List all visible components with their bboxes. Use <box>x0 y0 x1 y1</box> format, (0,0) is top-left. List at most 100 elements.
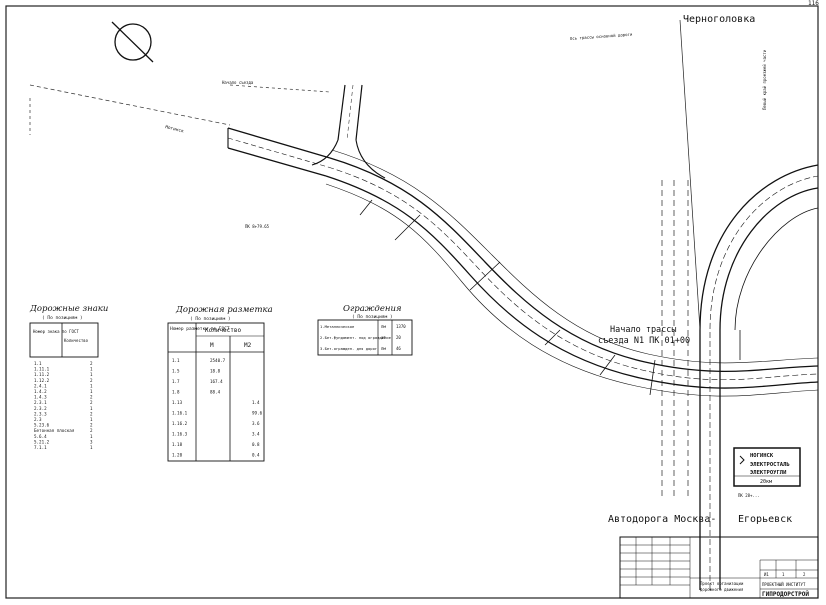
marking-row-m: 167.4 <box>210 379 223 384</box>
signs-row-count: 2 <box>90 423 93 428</box>
sign-arrow-icon <box>739 455 745 465</box>
barriers-table-subtitle: ( По позициям ) <box>352 314 393 320</box>
trail-start-line2: съезда N1 ПК 01+00 <box>598 336 690 346</box>
marking-table-subtitle: ( По позициям ) <box>190 316 231 322</box>
scale-value-1: И1 <box>764 572 769 577</box>
marking-row-number: 1.16.3 <box>172 432 188 437</box>
highway-end-name: Егорьевск <box>738 514 792 525</box>
ramp-road <box>325 149 819 397</box>
barrier-row-name: 2.Бет.фундамент. под ограждение <box>320 335 392 340</box>
signs-row-number: 1.11.2 <box>34 372 50 377</box>
signs-table-subtitle: ( По позициям ) <box>42 315 83 321</box>
signs-row-number: 1.1 <box>34 361 42 366</box>
marking-row-m2: 99.6 <box>252 411 263 416</box>
marking-col-m: М <box>210 342 214 349</box>
signs-row-number: 1.12.2 <box>34 378 50 383</box>
road-edge-label: Ось трассы основной дороги <box>570 32 633 41</box>
barrier-row-name: 3.Бет.огражден. для дорог <box>320 346 377 351</box>
signs-row-count: 1 <box>90 372 93 377</box>
signs-row-count: 1 <box>90 389 93 394</box>
marking-col-quantity: Количество <box>205 327 242 334</box>
signs-row-count: 2 <box>90 378 93 383</box>
signs-row-count: 2 <box>90 411 93 416</box>
highway-lines <box>661 19 701 500</box>
sheet-border <box>5 5 819 599</box>
pk-note-label: ПК 8+79.65 <box>245 224 270 229</box>
barrier-row-qty: 1370 <box>396 324 406 329</box>
marking-row-number: 1.13 <box>172 400 183 405</box>
signs-row-number: 1.4.3 <box>34 395 47 400</box>
marking-table-title: Дорожная разметка <box>175 305 273 315</box>
access-road <box>227 127 331 177</box>
signs-row-number: 7.1.1 <box>34 445 47 450</box>
cloverleaf-loop <box>699 164 819 590</box>
marking-row-number: 1.20 <box>172 453 183 458</box>
marking-row-m2: 3.6 <box>252 421 260 426</box>
marking-row-m: 2540.7 <box>210 358 226 363</box>
scale-value-2: 1 <box>782 572 785 577</box>
stamp-line1: ПРОЕКТНЫЙ ИНСТИТУТ <box>762 582 806 587</box>
signs-row-number: Бетонная плоская <box>34 428 75 433</box>
start-label: Начало съезда <box>222 80 254 85</box>
signs-row-count: 2 <box>90 395 93 400</box>
stamp-line2: ГИПРОДОРСТРОЙ <box>762 590 809 598</box>
signs-row-number: 5.6.4 <box>34 434 47 439</box>
marking-row-number: 1.8 <box>172 390 180 395</box>
signs-row-number: 5.23.6 <box>34 423 50 428</box>
signs-row-count: 1 <box>90 367 93 372</box>
signs-row-number: 5.21.2 <box>34 439 50 444</box>
signs-row-count: 1 <box>90 383 93 388</box>
barrier-row-unit: шт <box>381 335 386 340</box>
pk-end-label: ПК 28+... <box>738 493 760 498</box>
barriers-table: Ограждения ( По позициям ) 1.Металлическ… <box>317 304 413 356</box>
marking-row-number: 1.16.1 <box>172 411 188 416</box>
signs-row-count: 1 <box>90 406 93 411</box>
barrier-row-qty: 20 <box>396 335 401 340</box>
side-note-label: Левый край проезжей части <box>762 49 767 110</box>
marking-row-number: 1.16.2 <box>172 421 188 426</box>
marking-row-number: 1.5 <box>172 369 180 374</box>
marking-row-m2: 1.4 <box>252 400 260 405</box>
highway-name: Автодорога Москва- <box>608 514 716 525</box>
signs-row-count: 2 <box>90 361 93 366</box>
signs-row-number: 2.4.1 <box>34 383 47 388</box>
place-chernogolovka: Черноголовка <box>683 14 755 25</box>
marking-row-m: 88.4 <box>210 390 221 395</box>
marking-row-m2: 0.8 <box>252 442 260 447</box>
marking-col-m2: М2 <box>244 342 252 349</box>
scale-value-3: 2 <box>803 572 806 577</box>
barrier-row-name: 1.Металлическое <box>320 324 355 329</box>
construction-lines <box>29 84 331 135</box>
page-number: 116 <box>808 0 819 7</box>
station-ticks <box>359 199 656 396</box>
signs-row-count: 2 <box>90 400 93 405</box>
trail-start-line1: Начало трассы <box>610 325 677 335</box>
marking-row-m2: 0.4 <box>252 453 260 458</box>
marking-row-m: 18.8 <box>210 369 221 374</box>
barriers-table-title: Ограждения <box>343 304 402 314</box>
barrier-row-unit: пм <box>381 324 386 329</box>
north-arrow-icon <box>111 21 154 63</box>
signs-row-number: 1.4.2 <box>34 389 47 394</box>
signs-row-count: 1 <box>90 445 93 450</box>
direction-label: Ногинск <box>165 124 185 134</box>
signs-row-number: 2.3 <box>34 417 42 422</box>
sign-line1: НОГИНСК <box>750 453 774 459</box>
signs-table-title: Дорожные знаки <box>29 304 108 314</box>
title-block: И1 1 2 Проект организации дорожного движ… <box>619 536 819 599</box>
signs-row-number: 2.3.2 <box>34 406 47 411</box>
signs-row-number: 2.3.1 <box>34 400 47 405</box>
marking-row-m2: 3.4 <box>252 432 260 437</box>
marking-col-number: Номер разметки по ГОСТ <box>170 326 230 332</box>
sign-line4: 20км <box>760 479 772 485</box>
signs-col-count: Количество <box>64 338 89 343</box>
signs-col-number: Номер знака по ГОСТ <box>33 329 79 334</box>
marking-row-number: 1.1 <box>172 358 180 363</box>
marking-row-number: 1.7 <box>172 379 180 384</box>
signs-row-count: 2 <box>90 428 93 433</box>
org-line2: дорожного движения <box>700 587 743 592</box>
barrier-row-qty: 46 <box>396 346 401 351</box>
signs-table: Дорожные знаки ( По позициям ) Номер зна… <box>29 304 108 450</box>
direction-sign: НОГИНСК ЭЛЕКТРОСТАЛЬ ЭЛЕКТРОУГЛИ 20км <box>733 447 801 487</box>
